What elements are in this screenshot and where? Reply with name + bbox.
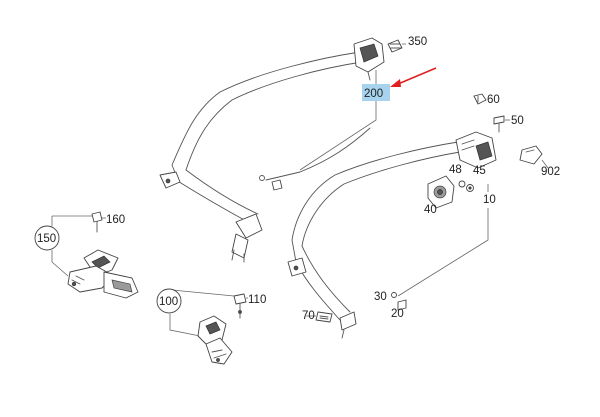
buckle-assembly-150	[51, 211, 139, 299]
callout-45: 45	[473, 165, 486, 177]
callout-60: 60	[487, 94, 500, 106]
callout-110: 110	[248, 294, 266, 306]
belt-assembly-upper	[159, 37, 403, 263]
callout-48: 48	[449, 164, 462, 176]
callout-150: 150	[37, 233, 56, 245]
callout-20: 20	[391, 308, 404, 320]
callout-50: 50	[511, 115, 524, 127]
callout-40: 40	[424, 204, 437, 216]
callout-350: 350	[408, 36, 427, 48]
highlight-arrow	[397, 67, 437, 85]
callout-circle-150	[34, 225, 60, 251]
callout-circle-100	[156, 288, 182, 314]
callout-100: 100	[159, 296, 178, 308]
highlight-box-200	[362, 84, 390, 101]
callout-30: 30	[374, 291, 387, 303]
callout-902: 902	[541, 166, 560, 178]
buckle-assembly-100	[169, 289, 247, 365]
callout-160: 160	[106, 214, 125, 226]
belt-assembly-right	[287, 93, 543, 339]
callout-200: 200	[364, 88, 383, 100]
callout-70: 70	[302, 310, 315, 322]
callout-10: 10	[483, 194, 496, 206]
